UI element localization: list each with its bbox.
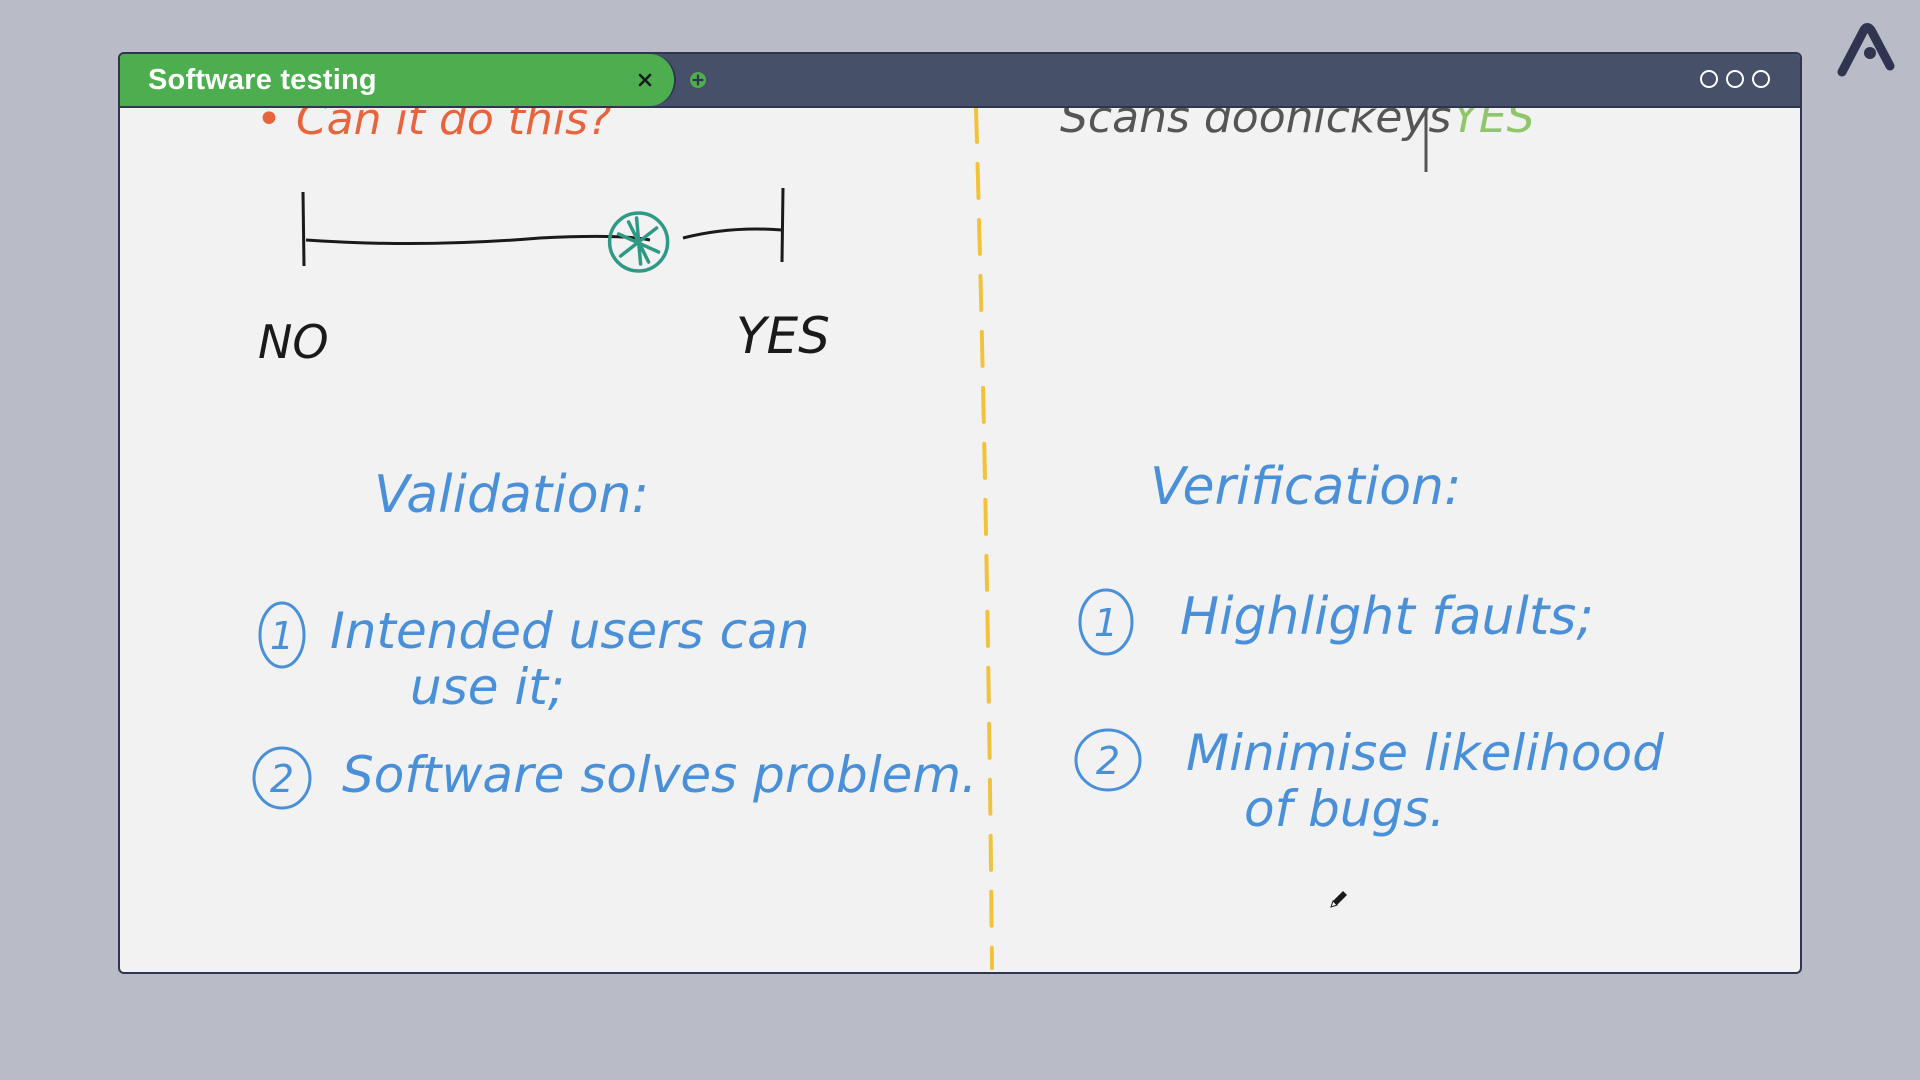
verification-item1-text: Highlight faults; [1180,587,1594,647]
window-titlebar: Software testing [120,54,1800,108]
validation-item2-circle [252,746,312,810]
validation-heading: Validation: [374,465,649,525]
validation-item2-num: 2 [270,757,294,801]
scale-marker [607,211,670,273]
validation-item2-text: Software solves problem. [342,746,977,804]
validation-item1-line2: use it; [410,658,565,716]
validation-item1-circle [258,601,306,669]
verification-item2-circle [1074,728,1142,792]
validation-item1-num: 1 [270,614,294,658]
top-right-cut-text: Scans doohickeys [1060,108,1451,143]
scale-left-tick [301,191,306,267]
top-right-cut-answer: YES [1452,108,1535,143]
scale-line-left [305,234,651,246]
tab-title: Software testing [148,63,377,96]
window-controls [1700,70,1770,88]
scale-left-label: NO [258,315,329,369]
verification-item1-circle [1078,588,1134,656]
pencil-cursor-icon [1330,891,1347,908]
verification-item2-line1: Minimise likelihood [1186,724,1664,782]
window-control-dot[interactable] [1700,70,1718,88]
verification-item1-num: 1 [1094,601,1118,645]
close-tab-icon[interactable] [634,69,656,91]
verification-item2-line2: of bugs. [1244,780,1445,838]
top-left-cut-text: • Can it do this? [256,108,611,145]
scale-right-tick [780,187,785,263]
validation-item1-line1: Intended users can [330,602,809,660]
app-logo-icon [1837,23,1895,77]
verification-item2-num: 2 [1096,739,1120,783]
new-tab-plus-icon[interactable] [688,70,708,90]
handwriting-canvas[interactable]: • Can it do this? Scans doohickeys YES N… [120,108,1800,972]
tab-software-testing[interactable]: Software testing [120,54,676,106]
window-control-dot[interactable] [1726,70,1744,88]
verification-heading: Verification: [1150,457,1462,517]
scale-line-right [682,227,783,240]
scale-right-label: YES [736,307,830,365]
notebook-window: Software testing • Can it do this? Scans… [118,52,1802,974]
column-divider [974,108,994,970]
window-control-dot[interactable] [1752,70,1770,88]
